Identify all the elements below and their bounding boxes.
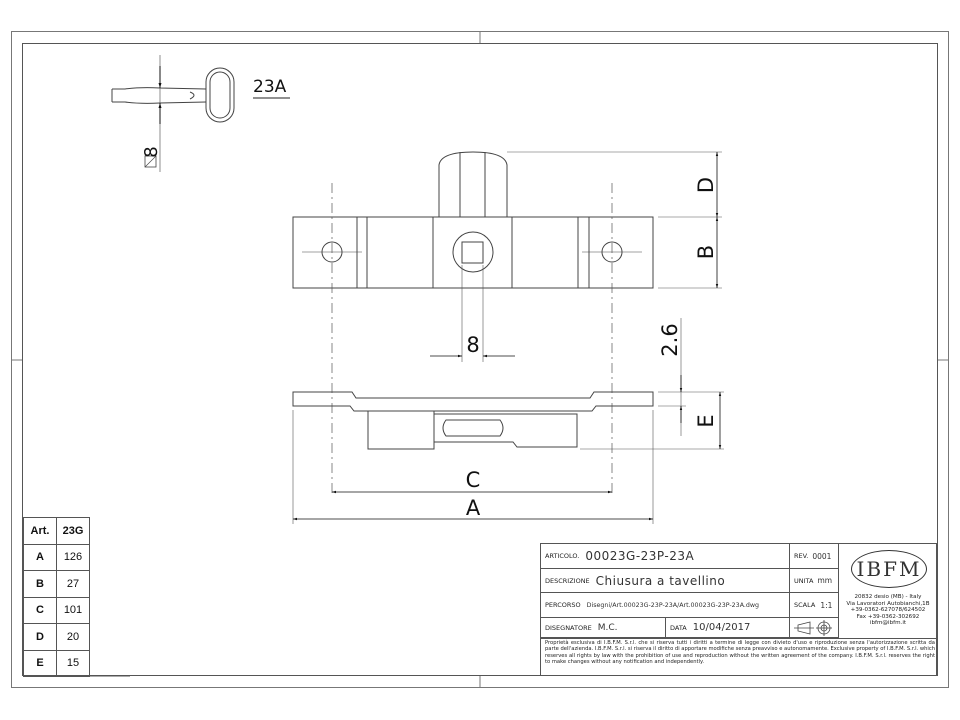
row-value: 15 [56,649,90,677]
company-address: 20832 desio (MB) - Italy Via Lavoratori … [839,594,937,627]
phone-line: +39-0362-627078/624502 [850,607,926,614]
table-header: 23G [56,517,90,545]
descrizione-field: DESCRIZIONE Chiusura a tavellino [541,569,790,593]
disegnatore-field: DISEGNATORE M.C. [541,618,666,638]
data-value: 10/04/2017 [692,622,751,633]
scala-label: SCALA [794,601,816,609]
center-lines [331,183,613,496]
row-key: D [23,623,57,651]
dim-E-label: E [694,414,718,427]
projection-symbol [790,618,839,638]
unita-field: UNITA mm [790,569,839,593]
key-drawing [111,55,290,172]
row-key: A [23,543,57,571]
articolo-field: ARTICOLO. 00023G-23P-23A [541,544,790,569]
top-view [292,151,654,289]
percorso-value: Disegni/Art.00023G-23P-23A/Art.00023G-23… [586,601,760,609]
scala-field: SCALA 1:1 [790,593,839,618]
scala-value: 1:1 [820,600,833,610]
key-square-size: 8 [141,146,162,157]
percorso-field: PERCORSO Disegni/Art.00023G-23P-23A/Art.… [541,593,790,618]
row-key: E [23,649,57,677]
title-block: ARTICOLO. 00023G-23P-23A REV. 0001 DESCR… [540,543,937,676]
unita-value: mm [817,576,833,585]
dim-C-label: C [466,468,481,492]
articolo-value: 00023G-23P-23A [585,549,695,563]
table-header: Art. [23,517,57,545]
address-line: Via Lavoratori Autobianchi,1B [846,600,930,607]
descrizione-label: DESCRIZIONE [545,576,590,585]
row-key: B [23,570,57,598]
first-angle-projection-icon [794,619,832,636]
disegnatore-label: DISEGNATORE [545,623,592,632]
address-line: 20832 desio (MB) - Italy [854,594,922,600]
descrizione-value: Chiusura a tavellino [595,573,726,588]
inner-frame [22,43,938,676]
disegnatore-value: M.C. [597,622,618,633]
dim-square-label: 8 [466,333,479,357]
data-label: DATA [670,623,687,632]
dim-A-label: A [466,496,481,520]
rev-field: REV. 0001 [790,544,839,569]
row-value: 20 [56,623,90,651]
row-value: 101 [56,596,90,624]
dim-D-label: D [694,177,718,193]
data-field: DATA 10/04/2017 [666,618,790,638]
articolo-label: ARTICOLO. [545,552,580,560]
ibfm-logo: IBFM [851,550,927,588]
key-label: 23A [253,77,287,97]
row-value: 126 [56,543,90,571]
dimension-arrows [293,152,722,521]
rev-value: 0001 [812,551,832,561]
unita-label: UNITA [794,576,814,585]
center-marks [11,31,949,688]
percorso-label: PERCORSO [545,601,581,609]
fax-line: Fax +39-0362-302692 [856,613,920,620]
email-line: ibfm@ibfm.it [869,620,907,627]
dim-B-label: B [694,245,718,259]
dim-thickness-label: 2.6 [658,323,682,356]
property-notice: Proprietà esclusiva di I.B.F.M. S.r.l. c… [545,640,935,666]
row-key: C [23,596,57,624]
side-view [292,391,654,450]
rev-label: REV. [794,552,809,560]
table-header-row: Art. 23G [23,517,90,545]
row-value: 27 [56,570,90,598]
